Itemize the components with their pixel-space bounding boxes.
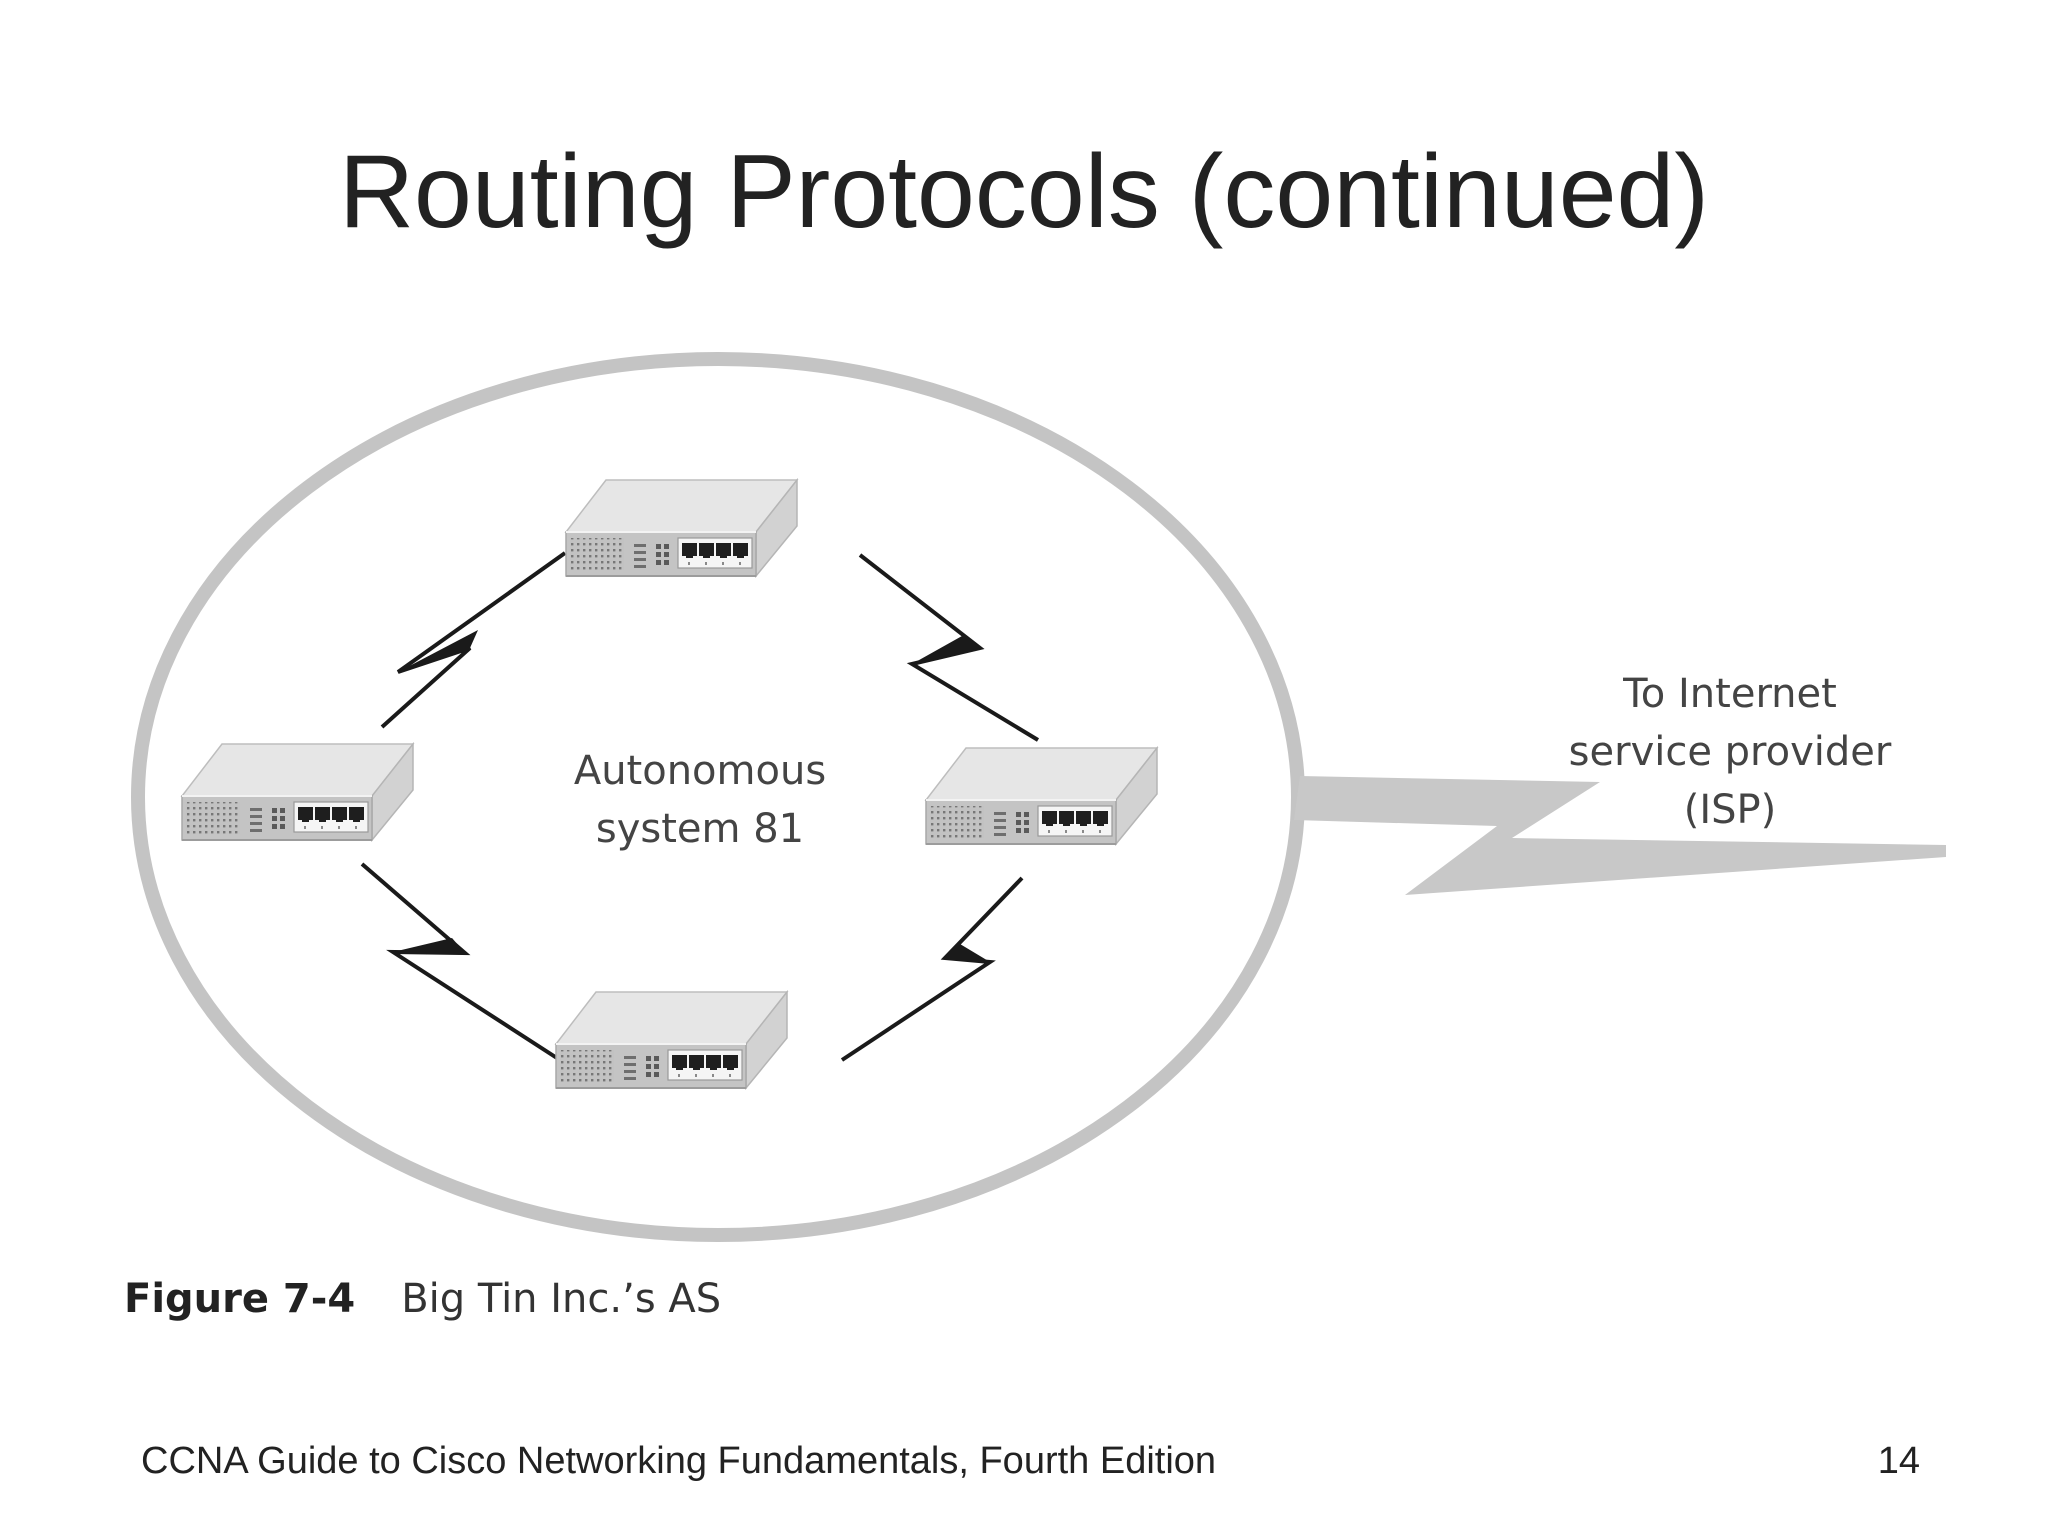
figure-caption: Figure 7-4 Big Tin Inc.’s AS: [124, 1276, 721, 1322]
footer-book-title: CCNA Guide to Cisco Networking Fundament…: [141, 1440, 1217, 1482]
page-number: 14: [1877, 1440, 1920, 1482]
slide-title: Routing Protocols (continued): [338, 134, 1710, 250]
isp-label-line2: service provider: [1568, 729, 1892, 775]
figure-caption-text: Big Tin Inc.’s AS: [401, 1276, 722, 1322]
wan-link-left-bottom: [360, 862, 562, 1062]
router-left: [181, 743, 414, 841]
isp-label-line3: (ISP): [1683, 787, 1777, 833]
router-right: [925, 747, 1158, 845]
wan-link-right-bottom: [840, 876, 1024, 1062]
figure-number: Figure 7-4: [124, 1276, 356, 1322]
isp-label-line1: To Internet: [1623, 671, 1837, 717]
isp-link: [1294, 776, 1946, 895]
as-label: Autonomous system 81: [540, 742, 860, 858]
router-top: [565, 479, 798, 577]
isp-label: To Internet service provider (ISP): [1560, 665, 1900, 839]
router-bottom: [555, 991, 788, 1089]
as-label-line2: system 81: [595, 806, 805, 852]
as-label-line1: Autonomous: [573, 748, 827, 794]
wan-links: [360, 551, 1040, 1062]
